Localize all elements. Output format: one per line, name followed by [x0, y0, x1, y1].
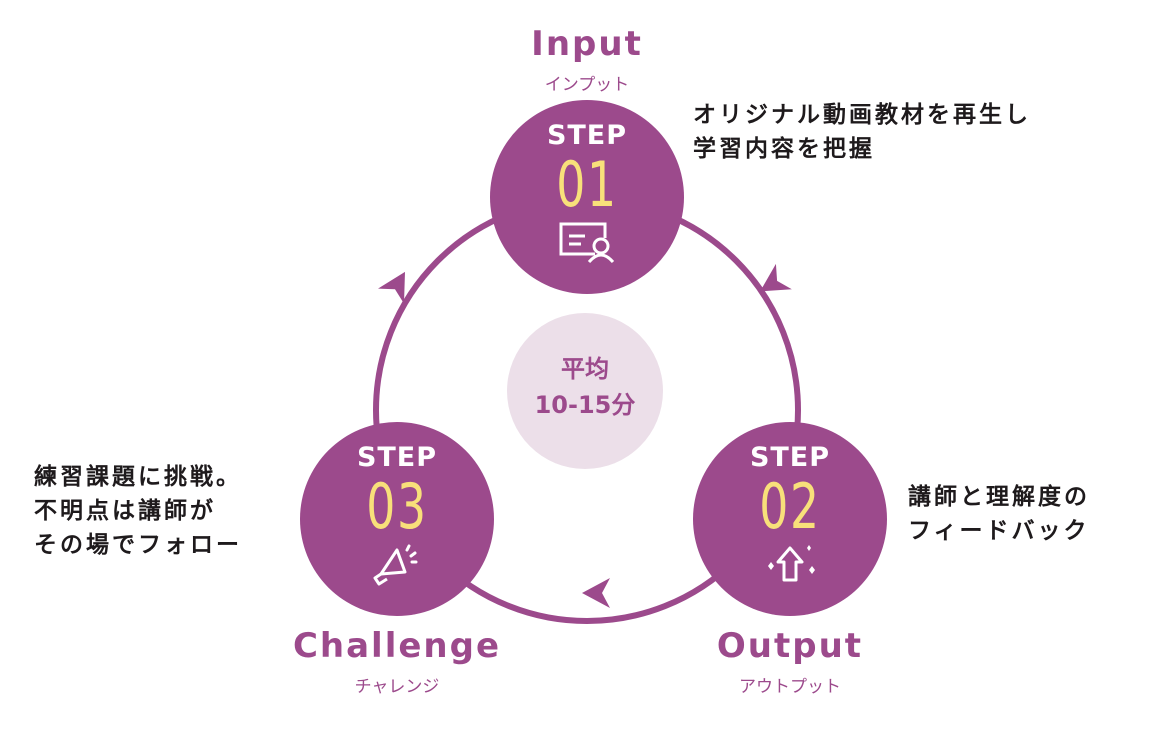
step-01-label: STEP	[546, 120, 628, 151]
step-02-description: 講師と理解度の フィードバック	[908, 480, 1090, 548]
step-02-number: 02	[759, 470, 821, 543]
step-03-title: Challenge	[292, 626, 502, 666]
step-03-label: STEP	[356, 442, 438, 473]
step-03-circle: STEP 03	[300, 422, 494, 616]
step-03-description-line: 不明点は講師が	[34, 498, 216, 524]
step-01-description: オリジナル動画教材を再生し 学習内容を把握	[693, 98, 1031, 166]
megaphone-icon	[373, 544, 418, 586]
arrow-up-sparkle-icon	[768, 545, 815, 582]
document-user-icon	[559, 222, 615, 264]
average-label: 平均	[561, 355, 609, 383]
step-03-subtitle: チャレンジ	[354, 677, 440, 697]
step-03-description-line: その場でフォロー	[34, 532, 242, 558]
step-01-subtitle: インプット	[544, 75, 630, 95]
step-01-number: 01	[556, 148, 618, 221]
step-02-subtitle: アウトプット	[739, 677, 841, 697]
step-01-title: Input	[531, 24, 643, 64]
average-duration: 10-15分	[534, 391, 636, 419]
step-02-title: Output	[716, 626, 864, 666]
step-02-description-line: 講師と理解度の	[908, 484, 1090, 510]
step-02-description-line: フィードバック	[908, 518, 1090, 544]
step-01-circle: STEP 01	[490, 100, 684, 294]
step-01-description-line: オリジナル動画教材を再生し	[693, 102, 1031, 128]
arrow-step3-to-step1	[378, 271, 405, 304]
step-03-number: 03	[366, 470, 428, 543]
step-03-description: 練習課題に挑戦。 不明点は講師が その場でフォロー	[34, 460, 242, 562]
step-02-circle: STEP 02	[693, 422, 887, 616]
step-02-label: STEP	[749, 442, 831, 473]
arrow-step1-to-step2	[760, 263, 792, 292]
step-01-description-line: 学習内容を把握	[693, 136, 875, 162]
arrow-step2-to-step3	[582, 578, 610, 608]
step-03-description-line: 練習課題に挑戦。	[34, 464, 242, 490]
average-time-badge: 平均 10-15分	[507, 313, 663, 469]
